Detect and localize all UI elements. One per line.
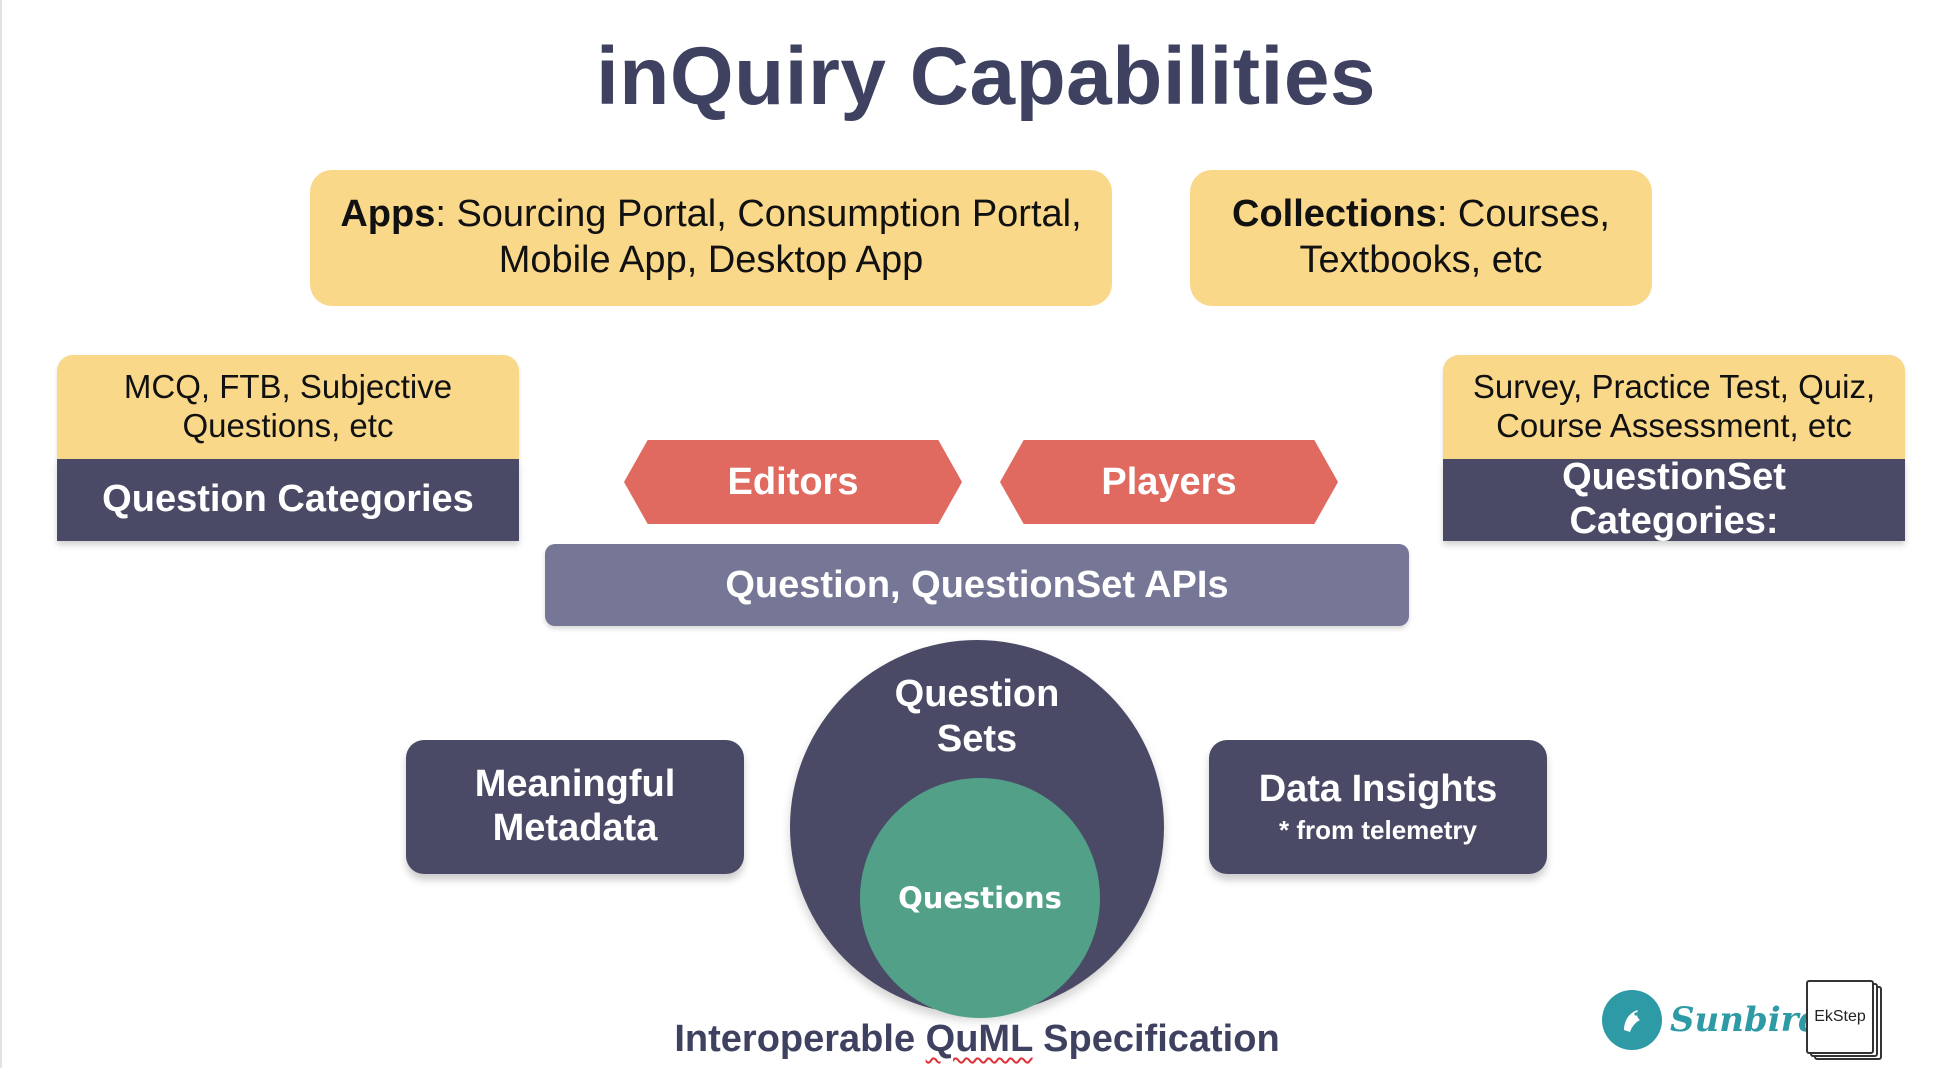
players-shape: Players [1000, 440, 1338, 524]
sunbird-logo: Sunbird [1602, 990, 1822, 1050]
question-categories-label: Question Categories [102, 478, 474, 521]
editors-shape: Editors [624, 440, 962, 524]
questionset-label-line2: Categories: [1569, 500, 1779, 542]
questionset-categories-bar: QuestionSet Categories: [1443, 456, 1905, 542]
footer-caption: Interoperable QuML Specification [2, 1018, 1950, 1061]
apps-text-line2: Mobile App, Desktop App [498, 239, 924, 281]
question-sets-line1: Question [894, 673, 1060, 715]
questionset-examples-line2: Course Assessment, etc [1496, 407, 1852, 444]
ekstep-logo: EkStep [1806, 980, 1882, 1060]
metadata-line2: Metadata [492, 807, 658, 849]
question-examples-line1: MCQ, FTB, Subjective [123, 368, 453, 406]
question-sets-line2: Sets [936, 717, 1018, 760]
question-category-examples: MCQ, FTB, Subjective Questions, etc [57, 355, 519, 459]
ekstep-page-front [1806, 980, 1874, 1054]
questionset-examples-line1: Survey, Practice Test, Quiz, [1472, 368, 1876, 406]
insights-title: Data Insights [1258, 767, 1498, 810]
question-sets-label: Question Sets [790, 672, 1164, 762]
bird-icon [1602, 990, 1662, 1050]
metadata-line1: Meaningful [474, 763, 676, 806]
footer-before: Interoperable [674, 1018, 926, 1060]
questionset-label-line1: QuestionSet [1562, 456, 1786, 499]
question-categories-bar: Question Categories [57, 459, 519, 541]
ekstep-wordmark: EkStep [1814, 1008, 1866, 1025]
insights-card: Data Insights * from telemetry [1209, 740, 1547, 874]
footer-after: Specification [1032, 1018, 1280, 1060]
questions-circle: Questions [860, 778, 1100, 1018]
players-label: Players [1101, 460, 1237, 503]
apps-box: Apps: Sourcing Portal, Consumption Porta… [310, 170, 1112, 306]
apps-text-line1: : Sourcing Portal, Consumption Portal, [435, 193, 1082, 236]
question-examples-line2: Questions, etc [182, 407, 394, 444]
sunbird-wordmark: Sunbird [1670, 1000, 1823, 1040]
collections-text-line1: : Courses, [1436, 193, 1610, 236]
editors-label: Editors [727, 460, 859, 503]
apis-bar: Question, QuestionSet APIs [545, 544, 1409, 626]
collections-text-line2: Textbooks, etc [1299, 239, 1543, 281]
collections-box: Collections: Courses, Textbooks, etc [1190, 170, 1652, 306]
questionset-category-examples: Survey, Practice Test, Quiz, Course Asse… [1443, 355, 1905, 459]
apps-label: Apps [340, 193, 436, 236]
metadata-card: Meaningful Metadata [406, 740, 744, 874]
collections-label: Collections [1232, 193, 1437, 236]
page-title: inQuiry Capabilities [595, 31, 1377, 122]
apis-label: Question, QuestionSet APIs [725, 563, 1229, 606]
questions-label: Questions [898, 881, 1062, 915]
footer-quml: QuML [925, 1018, 1033, 1060]
insights-subtitle: * from telemetry [1279, 815, 1477, 846]
